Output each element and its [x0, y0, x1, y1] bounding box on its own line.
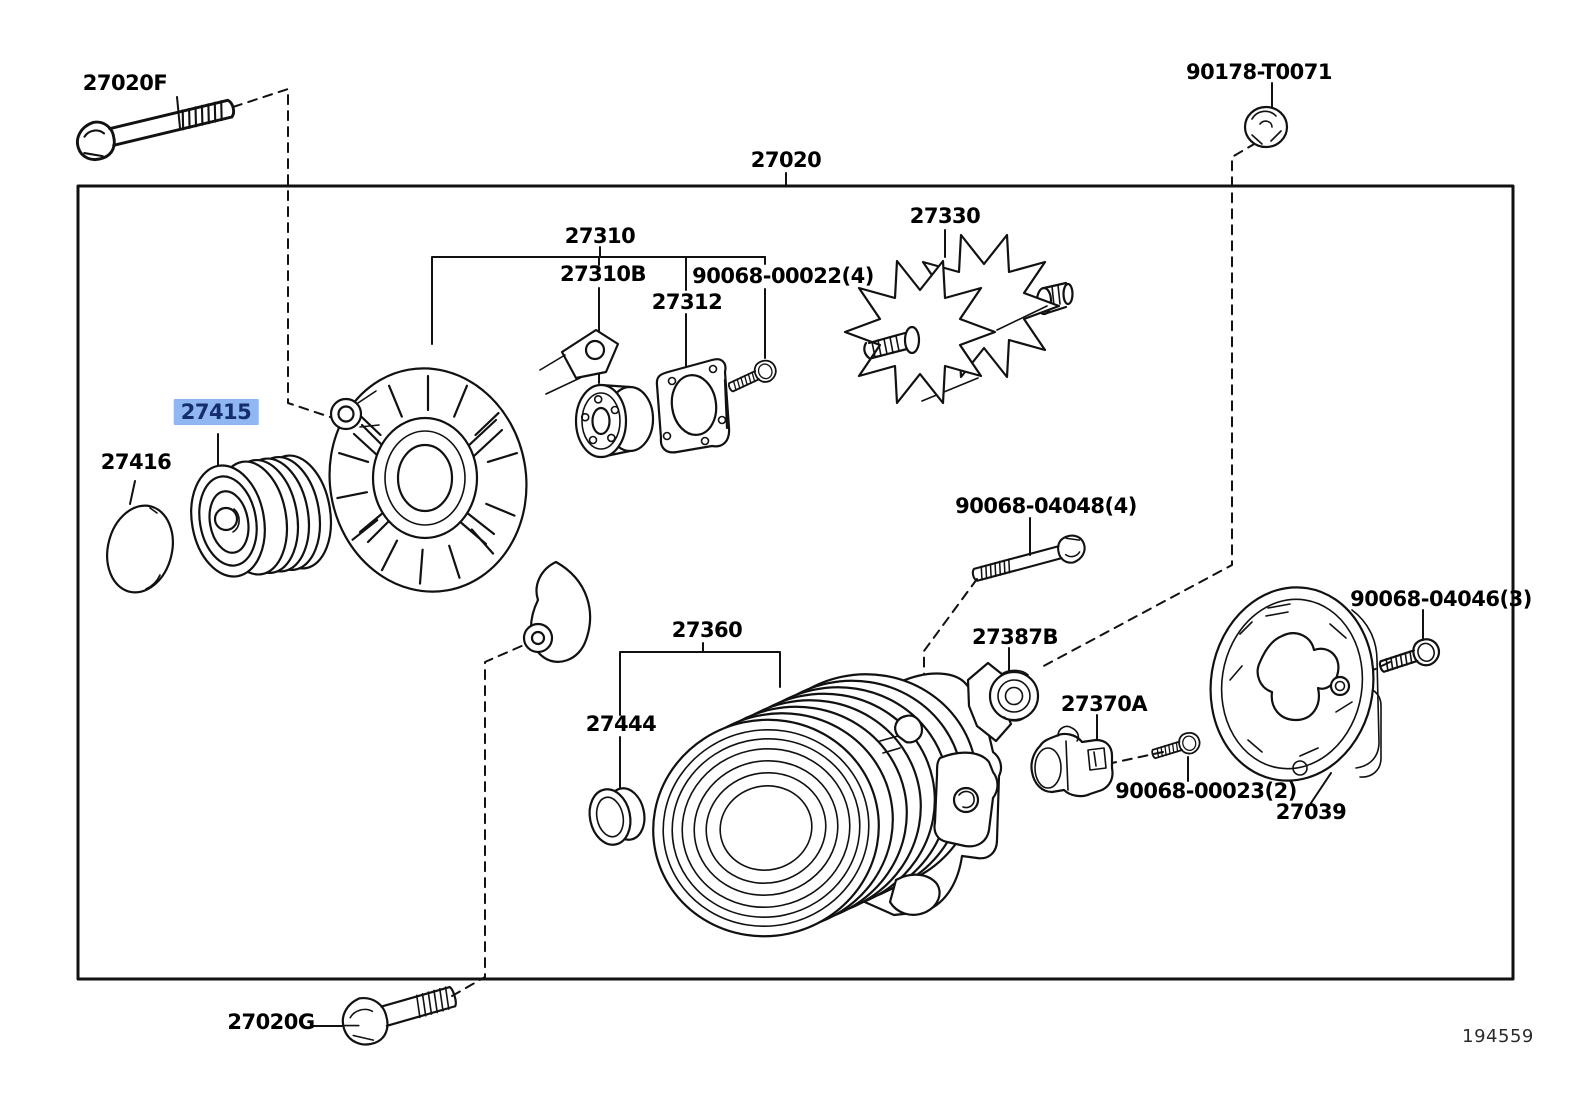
part-label-27310B[interactable]: 27310B — [559, 262, 647, 286]
drawing-bolt-27020F — [71, 88, 239, 165]
part-label-27370A[interactable]: 27370A — [1060, 692, 1148, 716]
drawing-bolt-90068-04046 — [1375, 634, 1444, 681]
figure-number: 194559 — [1462, 1026, 1534, 1047]
drawing-screw-90068-00022 — [724, 356, 781, 399]
drawing-bolt-90068-00023 — [1148, 729, 1204, 766]
part-label-90068-04048[interactable]: 90068-04048(4) — [955, 494, 1137, 518]
drawing-rear-cover-27039 — [1209, 586, 1382, 782]
part-label-27310[interactable]: 27310 — [564, 224, 636, 248]
diagram-frame — [76, 184, 1515, 981]
part-label-27020F[interactable]: 27020F — [82, 71, 168, 95]
part-label-27360[interactable]: 27360 — [671, 618, 743, 642]
part-label-27020G[interactable]: 27020G — [227, 1010, 315, 1034]
part-label-27312[interactable]: 27312 — [651, 290, 723, 314]
part-label-27330[interactable]: 27330 — [909, 204, 981, 228]
drawing-stator-27360 — [652, 672, 1003, 938]
drawing-nut-90178-T0071 — [1243, 105, 1289, 149]
drawing-retainer-27312 — [655, 358, 731, 454]
part-label-27444[interactable]: 27444 — [585, 712, 657, 736]
part-label-90178-T0071[interactable]: 90178-T0071 — [1186, 60, 1332, 84]
part-label-27039[interactable]: 27039 — [1275, 800, 1347, 824]
part-label-90068-00022[interactable]: 90068-00022(4) — [692, 264, 874, 288]
part-label-27415[interactable]: 27415 — [173, 399, 259, 426]
drawing-bolt-90068-04048 — [968, 531, 1089, 590]
part-label-90068-00023[interactable]: 90068-00023(2) — [1115, 779, 1297, 803]
drawing-front-bracket — [328, 328, 620, 663]
drawing-bolt-27020G — [341, 985, 457, 1046]
drawing-rotor-27330 — [843, 233, 1074, 405]
part-label-27416[interactable]: 27416 — [100, 450, 172, 474]
drawing-bearing-27310B — [574, 383, 655, 459]
drawing-brush-holder-27387B — [966, 661, 1040, 743]
drawing-pulley-27415 — [190, 454, 333, 578]
drawing-cap-27416 — [106, 504, 174, 594]
drawing-regulator-27370A — [1030, 725, 1114, 798]
part-label-27020[interactable]: 27020 — [750, 148, 822, 172]
part-label-90068-04046[interactable]: 90068-04046(3) — [1350, 587, 1532, 611]
drawing-collar-27444 — [588, 787, 646, 846]
part-label-27387B[interactable]: 27387B — [971, 625, 1059, 649]
